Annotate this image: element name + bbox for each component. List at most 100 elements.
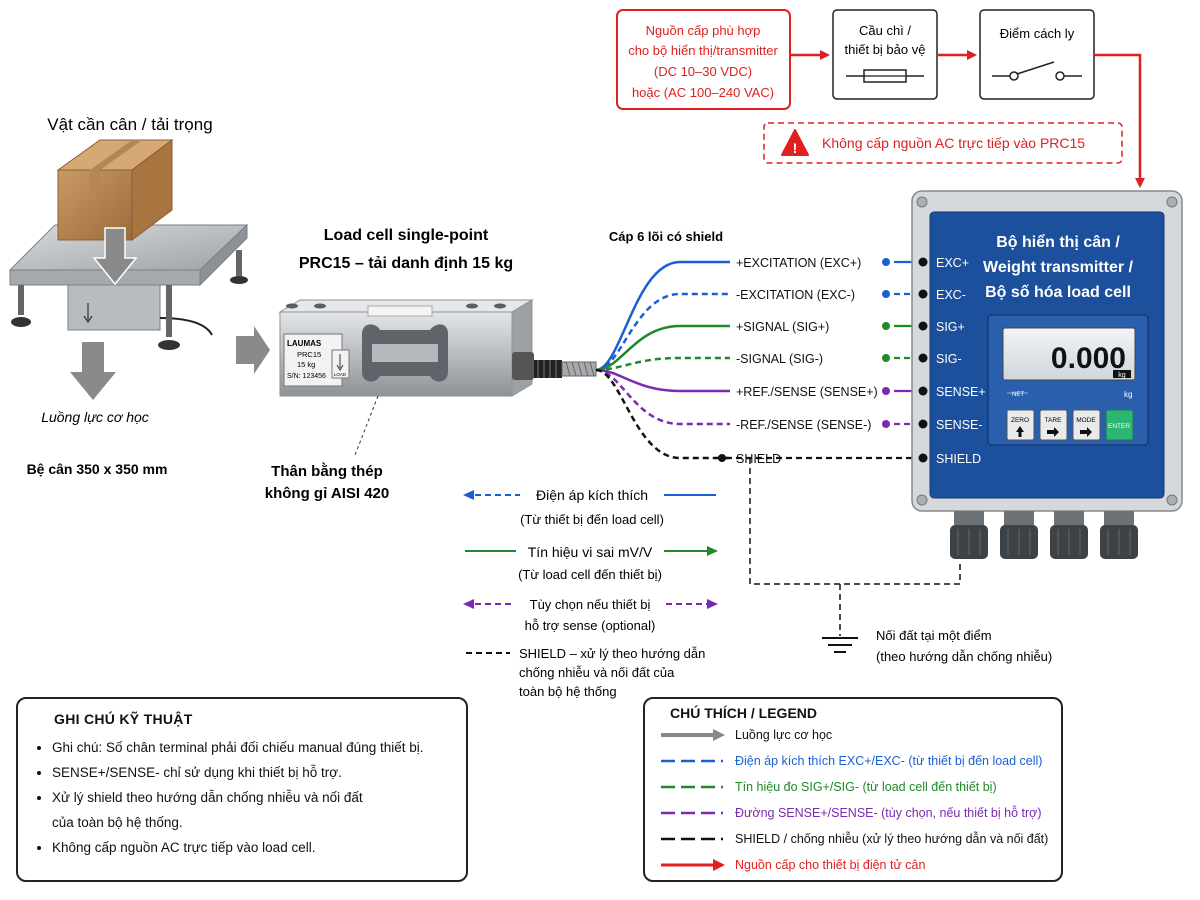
wire-label: -REF./SENSE (SENSE-): [736, 418, 871, 432]
base-size-label: Bệ cân 350 x 350 mm: [27, 461, 168, 477]
force-caption: Luồng lực cơ học: [41, 409, 149, 425]
terminal-label: EXC-: [936, 288, 966, 302]
cable-title: Cáp 6 lõi có shield: [609, 229, 723, 244]
note-item: Ghi chú: Số chân terminal phải đối chiếu…: [52, 735, 466, 760]
lcd-screen: [1002, 327, 1136, 381]
switch-icon: [992, 61, 1082, 81]
terminal-screw: [918, 453, 928, 463]
transfer-arrow-icon: [236, 326, 270, 374]
flow-sense-desc: hỗ trợ sense (optional): [525, 618, 656, 633]
cable-wires: +EXCITATION (EXC+)-EXCITATION (EXC-)+SIG…: [595, 256, 918, 466]
supply-line-2: cho bộ hiển thị/transmitter: [628, 43, 778, 58]
terminal-screw: [918, 321, 928, 331]
mode-button[interactable]: MODE: [1072, 409, 1101, 441]
terminal-label: SIG-: [936, 352, 962, 366]
net-indicator: NET: [1012, 392, 1024, 398]
load-title: Vật cần cân / tải trọng: [47, 115, 212, 134]
wire-lead: [595, 368, 730, 393]
flow-shield-line-1: SHIELD – xử lý theo hướng dẫn: [519, 646, 705, 661]
wire-lead: [595, 292, 730, 372]
technical-notes: GHI CHÚ KỸ THUẬT Ghi chú: Số chân termin…: [16, 697, 468, 882]
green-dash-line-icon: [661, 785, 723, 789]
wire-node: [882, 387, 890, 395]
right-arrow-icon: [1080, 427, 1092, 437]
terminal-block: EXC+ EXC- SIG+ SIG- SENSE+ SENSE- SHIELD: [918, 256, 986, 466]
display-unit: kg: [1118, 372, 1126, 379]
terminal-screw: [918, 353, 928, 363]
platform-scale-illustration: [8, 139, 249, 400]
purple-dash-line-icon: [661, 811, 723, 815]
warning-text: Không cấp nguồn AC trực tiếp vào PRC15: [822, 135, 1085, 151]
legend-item-signal: Tín hiệu đo SIG+/SIG- (từ load cell đến …: [645, 776, 1061, 802]
isolator-to-transmitter-arrow: [1094, 53, 1145, 188]
tx-title-3: Bộ số hóa load cell: [985, 284, 1131, 301]
legend: CHÚ THÍCH / LEGEND Luồng lực cơ học Điện…: [643, 697, 1063, 882]
terminal-screw: [918, 289, 928, 299]
body-leader-line: [354, 395, 379, 456]
load-cell-illustration: LAUMAS PRC15 15 kg S/N: 123456 LOAD: [278, 299, 597, 397]
loadcell-title-1: Load cell single-point: [324, 227, 489, 244]
platform-feet: [11, 210, 248, 350]
legend-label: Nguồn cấp cho thiết bị điện tử cân: [735, 858, 926, 872]
zero-button[interactable]: ZERO: [1006, 409, 1035, 441]
legend-title: CHÚ THÍCH / LEGEND: [670, 705, 817, 721]
body-material-2: không gỉ AISI 420: [265, 485, 389, 502]
flow-signal-desc: (Từ load cell đến thiết bị): [518, 567, 662, 582]
tare-button-label: TARE: [1045, 417, 1063, 424]
wire-label: +REF./SENSE (SENSE+): [736, 385, 878, 399]
terminal-screw: [918, 257, 928, 267]
wire-label: -SIGNAL (SIG-): [736, 352, 823, 366]
power-supply-box: Nguồn cấp phù hợp cho bộ hiển thị/transm…: [616, 9, 791, 110]
plate-capacity: 15 kg: [297, 360, 315, 369]
ground-label-2: (theo hướng dẫn chống nhiễu): [876, 649, 1052, 664]
note-item: Không cấp nguồn AC trực tiếp vào load ce…: [52, 835, 466, 860]
wire-node: [882, 258, 890, 266]
note-item-continuation: của toàn bộ hệ thống.: [52, 815, 183, 830]
notes-title: GHI CHÚ KỸ THUẬT: [54, 711, 193, 727]
flow-excitation-title: Điện áp kích thích: [536, 487, 648, 503]
fuse-icon: [846, 69, 924, 83]
plate-load-mark: LOAD: [334, 372, 347, 377]
wire-node: [882, 420, 890, 428]
flow-shield-line-2: chống nhiễu và nối đất của: [519, 665, 675, 680]
tare-button[interactable]: TARE: [1039, 409, 1068, 441]
terminal-label: SIG+: [936, 320, 965, 334]
flow-sense-title: Tùy chọn nếu thiết bị: [530, 597, 651, 612]
body-material-1: Thân bằng thép: [271, 462, 383, 480]
legend-label: Tín hiệu đo SIG+/SIG- (từ load cell đến …: [735, 780, 997, 794]
flow-shield-line-3: toàn bộ hệ thống: [519, 684, 617, 699]
terminal-label: SENSE+: [936, 385, 986, 399]
black-dash-line-icon: [661, 837, 723, 841]
zero-button-label: ZERO: [1011, 417, 1029, 424]
terminal-screw: [918, 419, 928, 429]
transmitter-keypad: ZERO TARE MODE ENTER: [1006, 409, 1134, 441]
terminal-label: EXC+: [936, 256, 969, 270]
terminal-label: SHIELD: [936, 452, 981, 466]
legend-label: Điện áp kích thích EXC+/EXC- (từ thiết b…: [735, 754, 1043, 768]
supply-line-1: Nguồn cấp phù hợp: [646, 23, 761, 38]
plate-serial: S/N: 123456: [287, 373, 326, 380]
supply-line-3: (DC 10–30 VDC): [654, 64, 752, 79]
legend-item-shield: SHIELD / chống nhiễu (xử lý theo hướng d…: [645, 828, 1061, 854]
wire-lead: [595, 368, 730, 426]
supply-line-4: hoặc (AC 100–240 VAC): [632, 85, 774, 100]
wire-lead: [595, 356, 730, 372]
enter-button[interactable]: ENTER: [1105, 409, 1134, 441]
flow-signal-title: Tín hiệu vi sai mV/V: [528, 544, 653, 560]
isolator-box: Điểm cách ly: [979, 9, 1095, 100]
ground-icon: [822, 637, 858, 653]
mode-button-label: MODE: [1076, 417, 1096, 424]
terminal-label: SENSE-: [936, 418, 983, 432]
notes-list: Ghi chú: Số chân terminal phải đối chiếu…: [18, 735, 466, 860]
wire-node: [882, 290, 890, 298]
legend-label: Luồng lực cơ học: [735, 728, 833, 742]
legend-item-excitation: Điện áp kích thích EXC+/EXC- (từ thiết b…: [645, 750, 1061, 776]
blue-dash-line-icon: [661, 759, 723, 763]
plate-model: PRC15: [297, 350, 321, 359]
down-force-arrow-icon: [92, 227, 138, 286]
mechanical-force-arrow-icon: [70, 342, 116, 400]
gray-arrow-icon: [661, 729, 725, 741]
legend-item-sense: Đường SENSE+/SENSE- (tùy chọn, nếu thiết…: [645, 802, 1061, 828]
display-value: 0.000: [1051, 342, 1126, 375]
wire-label: -EXCITATION (EXC-): [736, 288, 855, 302]
